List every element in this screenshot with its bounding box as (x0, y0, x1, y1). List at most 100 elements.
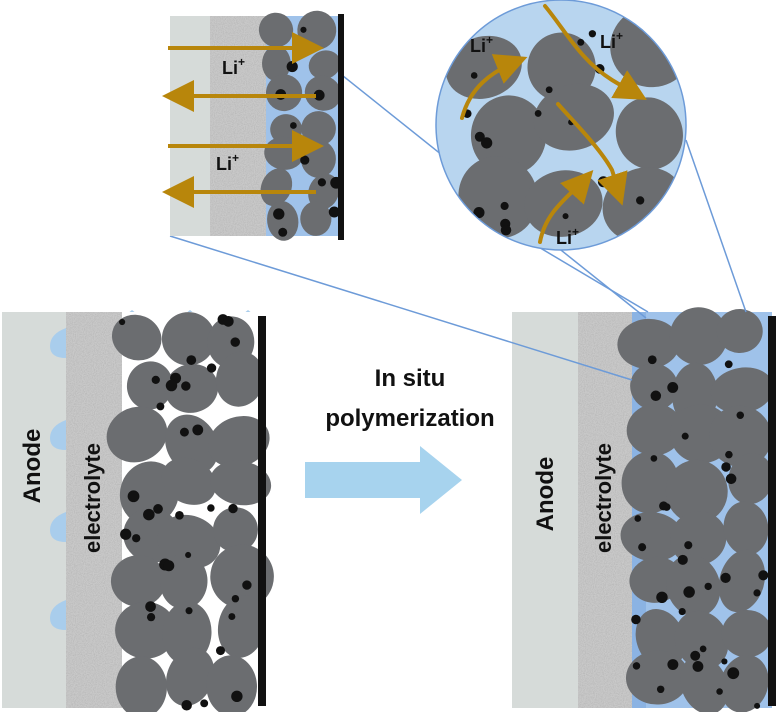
carbon-additive (632, 662, 641, 670)
carbon-additive (650, 455, 658, 462)
carbon-additive (721, 658, 728, 665)
active-particle (206, 655, 257, 712)
carbon-additive (165, 379, 178, 392)
active-particle (210, 544, 274, 609)
carbon-additive (185, 607, 193, 615)
electrolyte-label: electrolyte (80, 443, 105, 553)
active-particle (166, 647, 215, 706)
carbon-additive (753, 589, 761, 597)
active-particle (615, 97, 683, 170)
electrolyte-layer (66, 312, 122, 708)
active-particle (207, 416, 270, 468)
carbon-additive (677, 554, 688, 565)
carbon-additive (500, 224, 512, 236)
current-collector (258, 316, 266, 706)
active-particle (157, 514, 221, 569)
carbon-additive (720, 572, 731, 583)
active-particle (115, 601, 177, 659)
active-particle (106, 406, 168, 463)
active-particle (721, 609, 773, 658)
carbon-additive (588, 30, 597, 38)
carbon-additive (473, 207, 485, 219)
active-particle (716, 308, 763, 354)
carbon-additive (690, 650, 701, 661)
active-particle (470, 95, 547, 176)
carbon-additive (678, 607, 686, 616)
carbon-additive (474, 131, 485, 142)
carbon-additive (683, 586, 695, 598)
active-particle (262, 45, 291, 82)
carbon-additive (716, 688, 723, 695)
carbon-additive (681, 432, 689, 440)
active-particle (710, 367, 774, 414)
active-particle (670, 511, 727, 566)
active-particle (215, 351, 265, 407)
carbon-additive (313, 89, 325, 101)
left-cell: Anode electrolyte (2, 310, 274, 712)
carbon-additive (300, 26, 307, 33)
electrolyte-layer (578, 312, 632, 708)
carbon-additive (156, 402, 165, 411)
carbon-additive (200, 699, 209, 708)
carbon-additive (181, 381, 191, 391)
carbon-additive (216, 646, 225, 656)
active-particle (665, 459, 728, 524)
carbon-additive (145, 601, 156, 612)
carbon-additive (758, 570, 769, 581)
carbon-additive (597, 176, 609, 188)
carbon-additive (631, 614, 641, 625)
carbon-additive (206, 363, 217, 373)
carbon-additive (721, 462, 731, 472)
ion-label: Li+ (216, 151, 239, 174)
carbon-additive (545, 86, 553, 94)
carbon-additive (228, 503, 238, 514)
carbon-additive (667, 659, 679, 671)
process-label-line1: In situ (375, 365, 446, 392)
active-particle (669, 307, 728, 366)
carbon-additive (650, 390, 662, 402)
active-particle (718, 549, 766, 613)
ion-label: Li+ (470, 33, 493, 56)
carbon-additive (222, 315, 234, 327)
carbon-additive (231, 594, 240, 603)
carbon-additive (673, 200, 686, 213)
arrow-icon (538, 170, 594, 244)
ion-label: Li+ (600, 29, 623, 52)
carbon-additive (242, 580, 252, 590)
active-particle (260, 168, 293, 207)
carbon-additive (230, 337, 240, 347)
active-particle (161, 457, 216, 505)
carbon-additive (470, 72, 478, 79)
active-particle (115, 656, 167, 712)
carbon-additive (500, 201, 509, 211)
carbon-additive (228, 613, 236, 621)
active-particle (161, 312, 216, 366)
carbon-additive (562, 213, 569, 220)
active-particle (126, 361, 173, 410)
liquid-droplets (50, 310, 258, 630)
carbon-additive (647, 355, 657, 365)
arrow-icon (460, 54, 528, 120)
active-particle (210, 460, 272, 506)
active-particle (212, 507, 258, 553)
carbon-additive (659, 501, 669, 511)
active-particle (621, 451, 679, 514)
cathode-particles (106, 312, 274, 712)
carbon-additive (192, 424, 204, 436)
carbon-additive (127, 490, 140, 503)
carbon-additive (207, 504, 215, 512)
carbon-additive (684, 541, 693, 550)
carbon-additive (754, 702, 761, 709)
carbon-additive (704, 582, 712, 591)
anode-label: Anode (19, 429, 46, 504)
carbon-additive (132, 534, 141, 543)
carbon-additive (534, 110, 542, 117)
carbon-additive (699, 645, 707, 653)
carbon-additive (179, 427, 189, 437)
process-label-line2: polymerization (325, 405, 494, 432)
carbon-additive (163, 560, 175, 572)
active-particle (666, 554, 721, 617)
carbon-additive (273, 208, 285, 220)
active-particle (617, 318, 680, 369)
